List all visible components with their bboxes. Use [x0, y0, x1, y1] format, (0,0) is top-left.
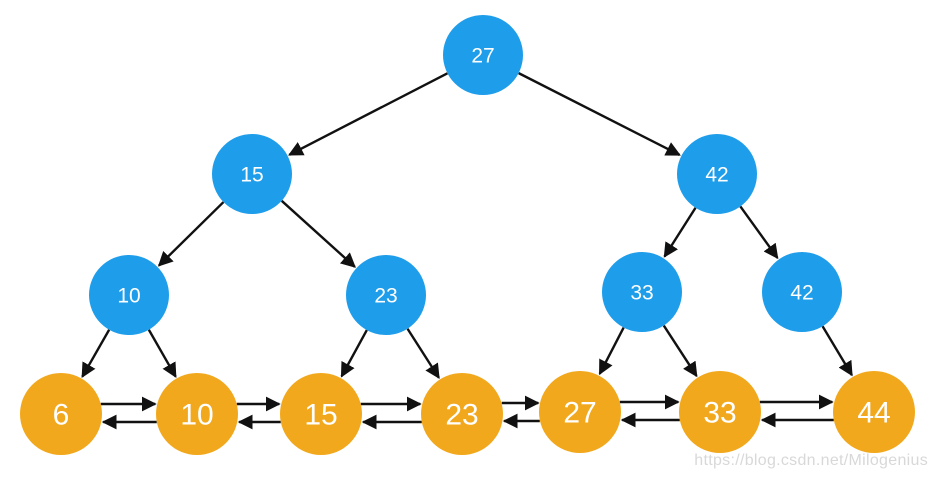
node-value-label: 23: [445, 399, 478, 432]
tree-node-internal-42: 42: [762, 252, 842, 332]
leaf-node-circle: [539, 371, 621, 453]
node-value-label: 23: [374, 284, 397, 307]
leaf-node-circle: [421, 373, 503, 455]
node-value-label: 27: [563, 397, 596, 430]
node-value-label: 42: [790, 281, 813, 304]
node-value-label: 33: [630, 281, 653, 304]
tree-node-leaf-33: 33: [679, 371, 761, 453]
tree-edge-i23-l15: [340, 329, 368, 378]
tree-node-internal-10: 10: [89, 255, 169, 335]
tree-edge-i15-i10: [157, 201, 225, 267]
tree-node-leaf-44: 44: [833, 371, 915, 453]
internal-node-circle: [443, 15, 523, 95]
tree-node-internal-23: 23: [346, 255, 426, 335]
tree-edge-i10-l6: [81, 329, 111, 378]
node-value-label: 33: [703, 397, 736, 430]
node-value-label: 10: [180, 399, 213, 432]
internal-node-circle: [212, 134, 292, 214]
node-value-label: 42: [705, 163, 728, 186]
tree-edge-i10-l10: [147, 329, 177, 378]
tree-edge-root27-i15: [288, 72, 448, 156]
node-value-label: 15: [304, 399, 337, 432]
node-value-label: 10: [117, 284, 140, 307]
tree-node-internal-15: 15: [212, 134, 292, 214]
internal-node-circle: [677, 134, 757, 214]
tree-node-internal-27: 27: [443, 15, 523, 95]
tree-edge-i33-l33: [662, 324, 698, 378]
internal-node-circle: [762, 252, 842, 332]
node-value-label: 44: [857, 397, 890, 430]
tree-edge-i15-i23: [280, 199, 356, 268]
tree-node-leaf-27: 27: [539, 371, 621, 453]
tree-edge-i23-l23: [406, 328, 440, 380]
tree-edge-i42-i33: [663, 207, 697, 258]
tree-edge-i33-l27: [598, 326, 625, 376]
node-value-label: 27: [471, 44, 494, 67]
tree-node-leaf-23: 23: [421, 373, 503, 455]
tree-node-leaf-10: 10: [156, 373, 238, 455]
tree-node-internal-42: 42: [677, 134, 757, 214]
node-value-label: 15: [240, 163, 263, 186]
internal-node-circle: [602, 252, 682, 332]
tree-node-leaf-6: 6: [20, 373, 102, 455]
internal-node-circle: [346, 255, 426, 335]
leaf-node-circle: [156, 373, 238, 455]
node-value-label: 6: [53, 399, 70, 432]
leaf-node-circle: [280, 373, 362, 455]
tree-node-leaf-15: 15: [280, 373, 362, 455]
tree-edge-root27-i42: [518, 72, 681, 157]
leaf-node-circle: [679, 371, 761, 453]
tree-edge-i42-i42b: [739, 205, 779, 260]
tree-node-internal-33: 33: [602, 252, 682, 332]
leaf-node-circle: [20, 373, 102, 455]
tree-edge-i42b-l44: [821, 325, 853, 377]
internal-node-circle: [89, 255, 169, 335]
leaf-node-circle: [833, 371, 915, 453]
